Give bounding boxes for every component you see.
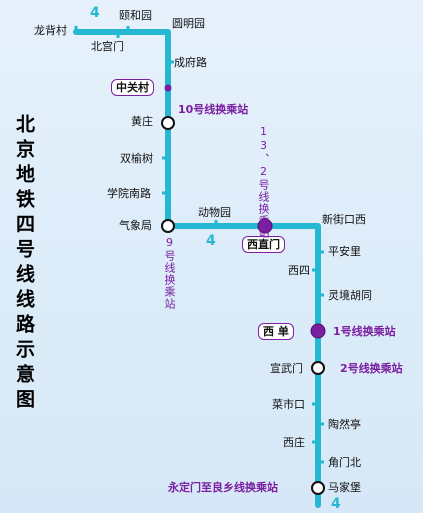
station-shuangyushu[interactable]: 双榆树 xyxy=(120,152,153,165)
line-number-bottom: 4 xyxy=(331,496,341,512)
station-yiheyuan[interactable]: 颐和园 xyxy=(119,9,152,22)
line-number-top: 4 xyxy=(90,5,100,21)
station-marker-qixiangju xyxy=(161,219,175,233)
station-caishikou[interactable]: 菜市口 xyxy=(272,398,305,411)
station-huangzhuang[interactable]: 黄庄 xyxy=(131,115,153,128)
station-dongwuyuan[interactable]: 动物园 xyxy=(198,206,231,219)
transfer-note-line13-2: 13、2号线换乘站 xyxy=(257,125,270,239)
transfer-note-yongdingmen: 永定门至良乡线换乘站 xyxy=(168,481,278,494)
station-taoranting[interactable]: 陶然亭 xyxy=(328,418,361,431)
station-pinganli[interactable]: 平安里 xyxy=(328,245,361,258)
transfer-note-line10: 10号线换乘站 xyxy=(178,103,249,116)
station-xuanwumen[interactable]: 宣武门 xyxy=(270,362,303,375)
map-title: 北京地铁四号线线路示意图 xyxy=(13,114,35,414)
station-xidan[interactable]: 西 单 xyxy=(258,323,294,340)
station-marker-xidan xyxy=(310,323,326,339)
line-number-middle: 4 xyxy=(206,233,216,249)
transfer-note-line1: 1号线换乘站 xyxy=(333,325,396,338)
station-marker-xizhimen xyxy=(257,218,273,234)
station-marker-majiapu xyxy=(311,481,325,495)
station-marker-huangzhuang xyxy=(161,116,175,130)
station-beigongmen[interactable]: 北宫门 xyxy=(91,40,124,53)
station-xisi[interactable]: 西四 xyxy=(288,264,310,277)
station-marker-xuanwumen xyxy=(311,361,325,375)
station-xizhuang[interactable]: 西庄 xyxy=(283,436,305,449)
station-yuanmingyuan[interactable]: 圆明园 xyxy=(172,17,205,30)
station-majiapu[interactable]: 马家堡 xyxy=(328,481,361,494)
station-chengfulu[interactable]: 成府路 xyxy=(174,56,207,69)
station-lingjinghutong[interactable]: 灵境胡同 xyxy=(328,289,372,302)
station-qixiangju[interactable]: 气象局 xyxy=(119,219,152,232)
station-xueyuannanlu[interactable]: 学院南路 xyxy=(107,187,151,200)
transfer-note-line9: 9号线换乘站 xyxy=(163,236,176,310)
station-xizhimen[interactable]: 西直门 xyxy=(242,236,285,253)
station-zhongguancun[interactable]: 中关村 xyxy=(111,79,154,96)
station-marker-zhongguancun xyxy=(164,84,172,92)
station-jiaomenbei[interactable]: 角门北 xyxy=(328,456,361,469)
station-xinjiekouxi[interactable]: 新街口西 xyxy=(322,213,366,226)
transfer-note-line2: 2号线换乘站 xyxy=(340,362,403,375)
station-longbeicun[interactable]: 龙背村 xyxy=(34,24,67,37)
